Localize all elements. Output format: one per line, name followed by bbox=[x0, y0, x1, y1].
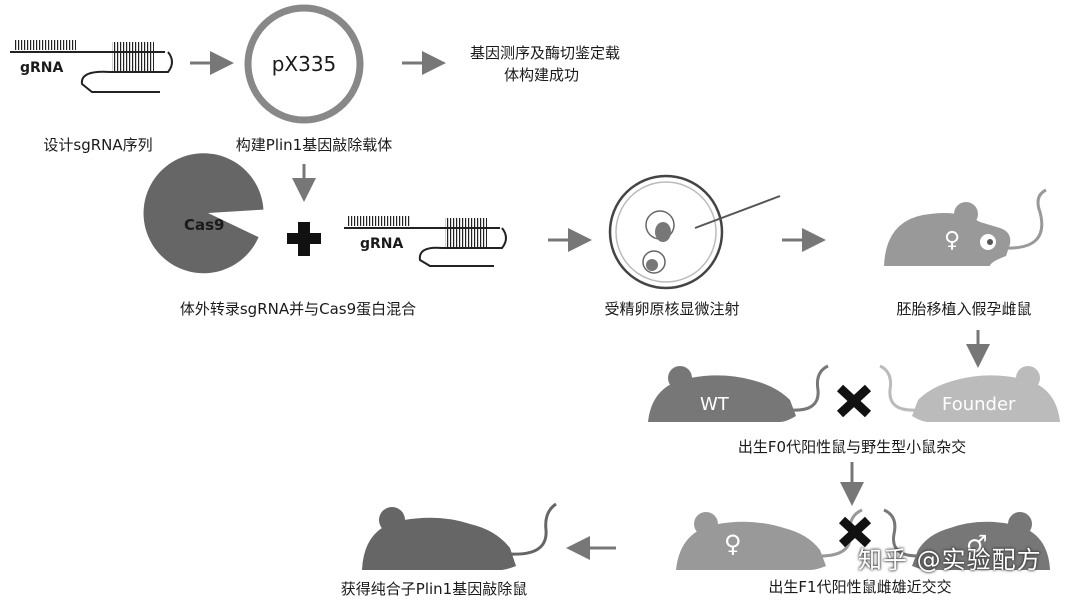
caption-design: 设计sgRNA序列 bbox=[43, 136, 153, 154]
founder-mouse-icon bbox=[879, 364, 1060, 422]
f1-female-mouse-icon bbox=[676, 508, 863, 570]
cas9-shape bbox=[143, 153, 264, 274]
pseudopregnant-mouse-icon bbox=[884, 188, 1047, 266]
caption-mix: 体外转录sgRNA并与Cas9蛋白混合 bbox=[179, 300, 417, 318]
microinjection-dish bbox=[608, 174, 781, 290]
caption-f1: 出生F1代阳性鼠雌雄近交交 bbox=[768, 578, 952, 596]
wt-mouse-icon bbox=[648, 364, 829, 422]
plus-icon bbox=[287, 222, 321, 256]
caption-inject: 受精卵原核显微注射 bbox=[604, 300, 740, 318]
male-symbol: ♂ bbox=[966, 530, 988, 558]
caption-final: 获得纯合子Plin1基因敲除鼠 bbox=[340, 580, 528, 598]
plasmid-label: pX335 bbox=[271, 52, 337, 76]
caption-cross: 出生F0代阳性鼠与野生型小鼠杂交 bbox=[737, 438, 967, 456]
founder-label: Founder bbox=[942, 394, 1016, 415]
result-text-line1: 基因测序及酶切鉴定载 bbox=[470, 44, 621, 62]
female-symbol-1: ♀ bbox=[944, 228, 961, 253]
cross-icon-2 bbox=[838, 516, 872, 548]
grna-structure-middle bbox=[344, 216, 507, 267]
grna-structure-top bbox=[10, 40, 173, 93]
caption-transplant: 胚胎移植入假孕雌鼠 bbox=[896, 300, 1032, 318]
f1-male-mouse-icon bbox=[883, 508, 1050, 570]
grna-label-top: gRNA bbox=[20, 60, 64, 76]
female-symbol-2: ♀ bbox=[724, 530, 742, 558]
homozygous-ko-mouse-icon bbox=[362, 502, 557, 570]
grna-label-middle: gRNA bbox=[360, 236, 404, 252]
watermark: 知乎 @实验配方 bbox=[858, 546, 1042, 574]
cross-icon-1 bbox=[836, 384, 872, 418]
result-text-line2: 体构建成功 bbox=[504, 66, 580, 84]
plasmid-circle bbox=[244, 4, 364, 124]
cas9-label: Cas9 bbox=[184, 216, 225, 234]
caption-vector: 构建Plin1基因敲除载体 bbox=[235, 136, 393, 154]
wt-label: WT bbox=[700, 394, 729, 415]
